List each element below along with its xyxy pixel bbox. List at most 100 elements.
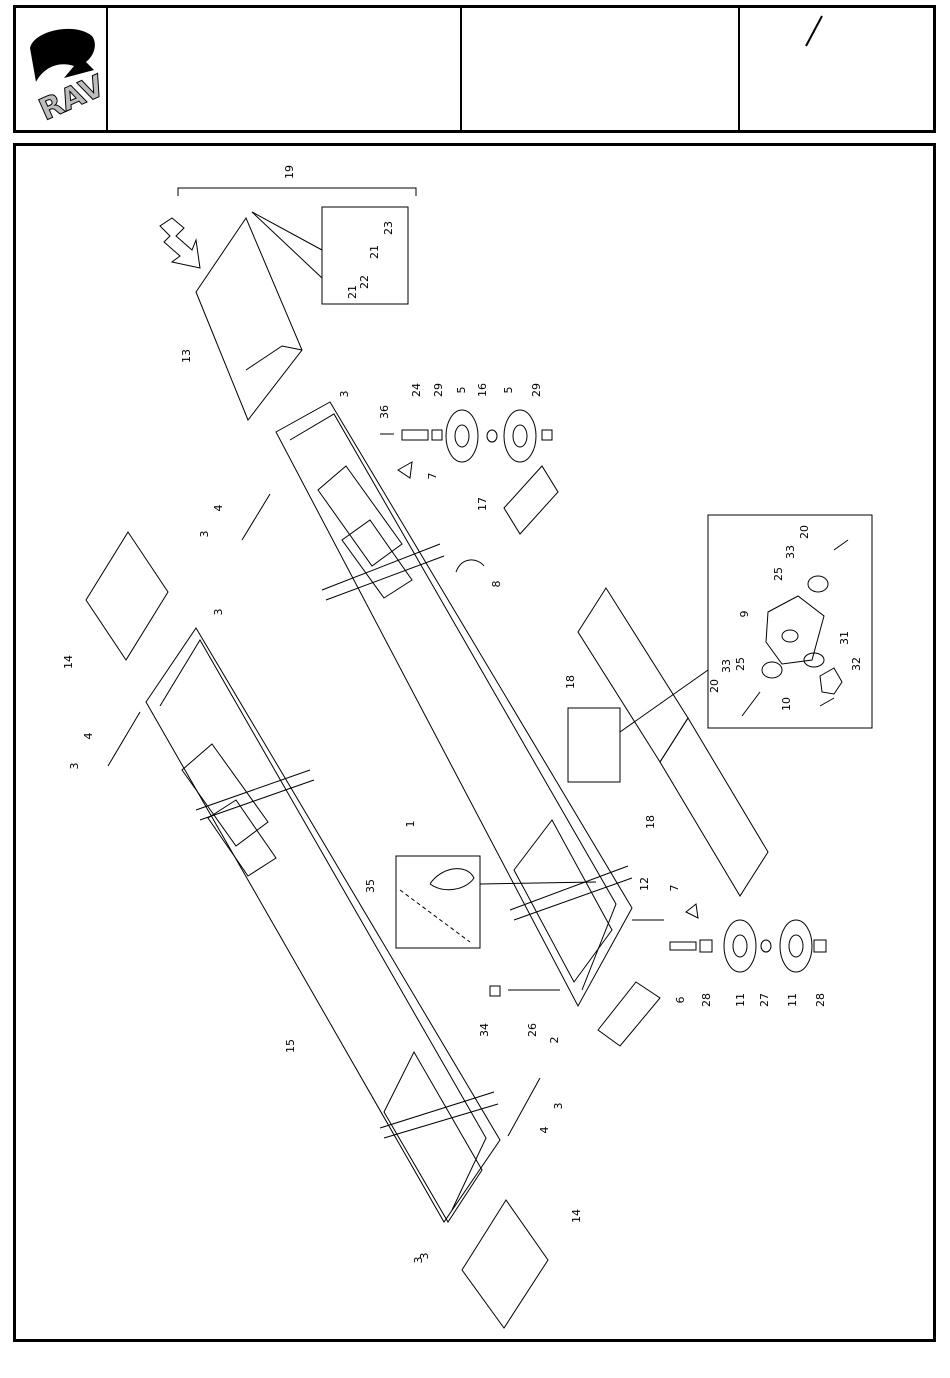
wheel-11-b	[780, 920, 812, 972]
runway-15-edge	[160, 640, 486, 1210]
callout-7: 7	[668, 885, 681, 892]
axle-24	[402, 430, 428, 440]
washer-27	[761, 940, 771, 952]
callout-4: 4	[212, 505, 225, 512]
callout-22: 22	[358, 275, 371, 289]
callout-34: 34	[478, 1023, 491, 1037]
ramp-13	[196, 218, 302, 420]
washer-25-b	[762, 662, 782, 678]
plate-2	[598, 982, 660, 1046]
callout-26: 26	[526, 1023, 539, 1037]
callout-24: 24	[410, 383, 423, 397]
runway-15-window-b	[208, 800, 276, 876]
callout-3: 3	[68, 763, 81, 770]
plate-14-top	[86, 532, 168, 660]
spacer-28-b	[814, 940, 826, 952]
callout-7: 7	[426, 473, 439, 480]
clip-8	[456, 560, 484, 572]
callout-27: 27	[758, 993, 771, 1007]
cover-18-b	[660, 718, 768, 896]
break-line-15a	[196, 770, 310, 810]
wheel-5-a	[446, 410, 478, 462]
callout-4: 4	[538, 1127, 551, 1134]
wheel-11-a	[724, 920, 756, 972]
callout-18: 18	[644, 815, 657, 829]
wheel-5-a-hub	[455, 425, 469, 447]
hose-axis	[400, 890, 470, 942]
callout-25: 25	[772, 567, 785, 581]
pin-10	[820, 698, 834, 706]
inset-hose-detail	[396, 856, 480, 948]
bracket-19	[178, 188, 416, 196]
callout-14: 14	[570, 1209, 583, 1223]
callout-11: 11	[734, 993, 747, 1007]
runway-1-end-plate	[514, 820, 612, 982]
block-9-bore	[782, 630, 798, 642]
callout-3: 3	[212, 609, 225, 616]
callout-18: 18	[564, 675, 577, 689]
washer-16	[487, 430, 497, 442]
bracket-7-a	[398, 462, 412, 478]
wheel-11-a-hub	[733, 935, 747, 957]
axle-6	[670, 942, 696, 950]
callout-21: 21	[368, 245, 381, 259]
callout-8: 8	[490, 581, 503, 588]
break-line-15b	[200, 780, 314, 820]
callout-21: 21	[346, 285, 359, 299]
callout-35: 35	[364, 879, 377, 893]
callout-4: 4	[82, 733, 95, 740]
leader-roller-b	[252, 212, 322, 278]
callout-10: 10	[780, 697, 793, 711]
spacer-29-a	[432, 430, 442, 440]
callout-3: 3	[338, 391, 351, 398]
bolt-20-b	[742, 692, 760, 716]
plate-17	[504, 466, 558, 534]
leader-hose	[480, 882, 596, 884]
washer-31	[804, 653, 824, 667]
bracket-7-b	[686, 904, 698, 918]
callout-17: 17	[476, 497, 489, 511]
callout-13: 13	[180, 349, 193, 363]
cap-34	[490, 986, 500, 996]
pin-4-c	[508, 1078, 540, 1136]
callout-29: 29	[432, 383, 445, 397]
runway-1-edge	[290, 414, 616, 990]
leader-roller-a	[252, 212, 322, 250]
callout-11: 11	[786, 993, 799, 1007]
callout-28: 28	[814, 993, 827, 1007]
spacer-28-a	[700, 940, 712, 952]
block-9	[766, 596, 824, 664]
callout-29: 29	[530, 383, 543, 397]
hose-35	[430, 869, 474, 890]
callout-33: 33	[720, 659, 733, 673]
callout-25: 25	[734, 657, 747, 671]
callout-19: 19	[283, 165, 296, 179]
wheel-5-b	[504, 410, 536, 462]
direction-arrow-icon	[160, 218, 200, 268]
ramp-13-fold	[246, 346, 302, 370]
callout-5: 5	[455, 387, 468, 394]
callout-28: 28	[700, 993, 713, 1007]
callout-9: 9	[738, 611, 751, 618]
bolt-20-a	[834, 540, 848, 550]
runway-1	[276, 402, 632, 1006]
runway-15-end-plate	[384, 1052, 482, 1222]
callout-32: 32	[850, 657, 863, 671]
callout-3: 3	[198, 531, 211, 538]
callout-5: 5	[502, 387, 515, 394]
callout-3: 3	[418, 1253, 431, 1260]
plate-14-bottom	[462, 1200, 548, 1328]
callout-1: 1	[404, 821, 417, 828]
pin-4-a	[242, 494, 270, 540]
callout-2: 2	[548, 1037, 561, 1044]
inset-small-block	[568, 708, 620, 782]
cover-18-a	[578, 588, 688, 762]
callout-33: 33	[784, 545, 797, 559]
break-line-1c	[510, 866, 628, 910]
callout-16: 16	[476, 383, 489, 397]
callout-23: 23	[382, 221, 395, 235]
callout-3: 3	[552, 1103, 565, 1110]
callout-31: 31	[838, 631, 851, 645]
break-line-1b	[326, 556, 444, 600]
